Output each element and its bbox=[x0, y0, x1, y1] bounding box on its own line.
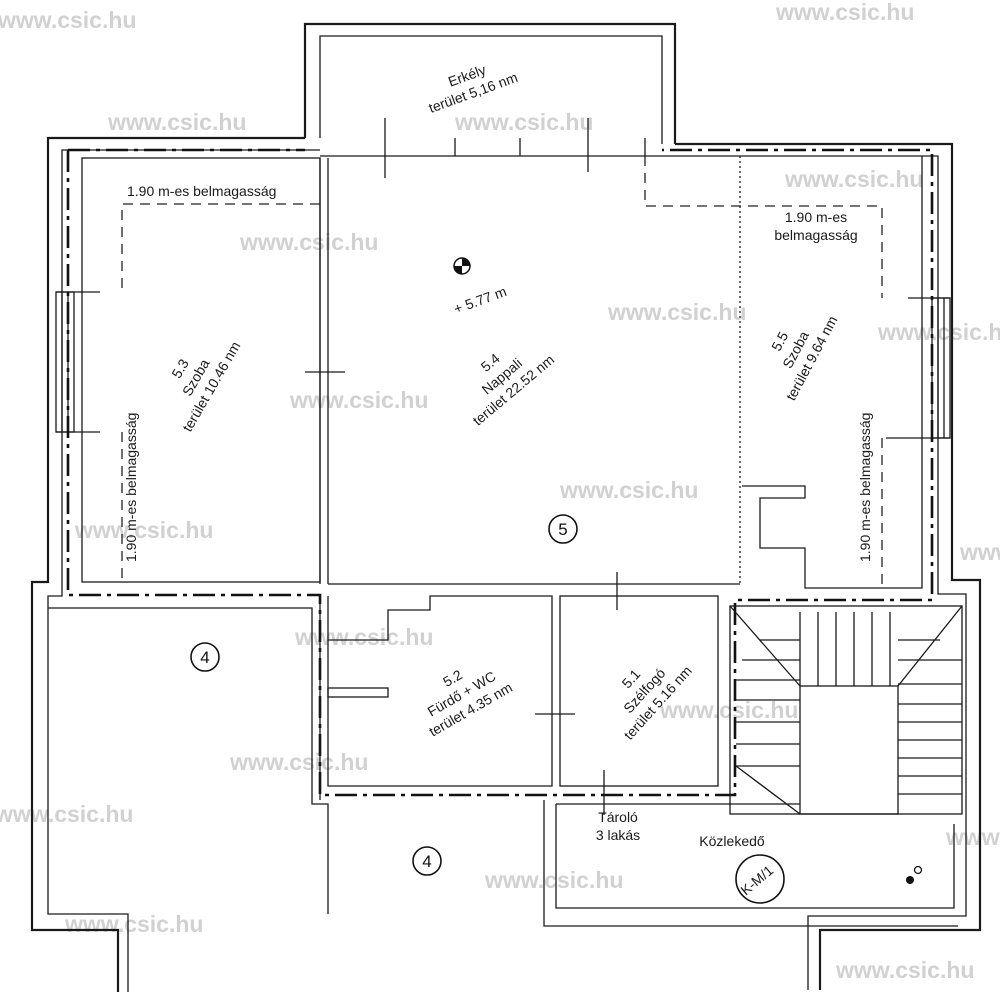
balcony-outline bbox=[303, 22, 677, 144]
ceiling-label-5-5-line1: 1.90 m-es bbox=[785, 209, 847, 225]
level-marker: + 5.77 m bbox=[452, 257, 509, 317]
corridor-walls bbox=[555, 804, 955, 909]
level-symbol-quadrant bbox=[454, 266, 462, 274]
watermark: www.csic.hu bbox=[289, 387, 428, 413]
storage-label: Tároló 3 lakás bbox=[596, 809, 640, 843]
room-5-3-label: 5.3 Szoba terület 10.46 nm bbox=[168, 339, 243, 435]
exterior-wall-right-inner bbox=[662, 155, 967, 990]
room-5-2-walls bbox=[327, 595, 553, 787]
balcony bbox=[303, 22, 677, 178]
fixture-dot-icon bbox=[913, 865, 923, 875]
watermark: www.csic.hu bbox=[229, 749, 368, 775]
watermark: www.csic.hu bbox=[107, 109, 246, 135]
watermark: www.csic.hu bbox=[559, 477, 698, 503]
watermark: www.csic.hu bbox=[64, 911, 203, 937]
balcony-outline-inner bbox=[319, 35, 663, 144]
unit-marker-4-left: 4 bbox=[190, 642, 220, 672]
watermark: www.csic.hu bbox=[239, 229, 378, 255]
marker-circle bbox=[412, 846, 442, 876]
corridor-name: Közlekedő bbox=[699, 833, 765, 849]
watermark: www.csic.hu bbox=[659, 697, 798, 723]
watermark: www.csic.hu bbox=[775, 0, 914, 25]
watermark: www.csic.hu bbox=[74, 517, 213, 543]
corridor-walls-outer bbox=[543, 800, 958, 927]
level-symbol-quadrant bbox=[462, 258, 470, 266]
marker-circle bbox=[735, 854, 785, 904]
watermark: www.csic.hu bbox=[959, 539, 1000, 565]
marker-circle bbox=[190, 642, 220, 672]
watermark: www.csic.hu bbox=[294, 624, 433, 650]
ceiling-label-5-3-vertical: 1.90 m-es belmagasság bbox=[123, 413, 139, 562]
room-5-4-label: 5.4 Nappali terület 22.52 nm bbox=[469, 350, 557, 429]
ceiling-line-5-5-top bbox=[644, 156, 883, 298]
staircase bbox=[729, 605, 963, 815]
km1-marker: K-M/1 bbox=[735, 854, 785, 904]
ceiling-label-5-5: 1.90 m-es belmagasság bbox=[774, 209, 857, 243]
ceiling-line-5-3-top bbox=[121, 203, 320, 292]
room-5-5-label: 5.5 Szoba terület 9.64 nm bbox=[768, 313, 840, 403]
window-left bbox=[55, 291, 75, 433]
marker-label: 4 bbox=[200, 648, 209, 667]
watermark: www.csic.hu bbox=[835, 957, 974, 983]
exterior-wall-left bbox=[30, 136, 305, 992]
unit-boundary bbox=[66, 148, 934, 797]
room-5-5-walls bbox=[742, 156, 923, 589]
ceiling-label-5-3: 1.90 m-es belmagasság bbox=[127, 183, 276, 199]
room-5-1-walls bbox=[559, 595, 719, 787]
stair-well bbox=[799, 685, 899, 815]
exterior-wall-left-inner bbox=[47, 149, 320, 992]
stair-winder bbox=[729, 605, 801, 687]
room-5-1-label: 5.1 Szélfogó terület 5.16 nm bbox=[618, 663, 694, 743]
room-4-walls bbox=[48, 607, 329, 914]
exterior-wall-right bbox=[675, 142, 982, 990]
storage-name: Tároló bbox=[598, 809, 638, 825]
exterior-walls bbox=[30, 136, 982, 992]
boundary-line bbox=[66, 148, 934, 797]
ceiling-label-5-5-line2: belmagasság bbox=[774, 227, 857, 243]
watermark: www.csic.hu bbox=[607, 299, 746, 325]
stair-winder bbox=[897, 605, 963, 687]
watermark: www.csic.hu bbox=[484, 867, 623, 893]
level-value: + 5.77 m bbox=[452, 283, 509, 317]
marker-label: 5 bbox=[558, 520, 567, 539]
watermark: www.csic.hu bbox=[454, 109, 593, 135]
watermark: www.csic.hu bbox=[0, 801, 133, 827]
storage-detail: 3 lakás bbox=[596, 827, 640, 843]
bath-partition bbox=[327, 687, 389, 698]
watermark: www.csic.hu bbox=[945, 824, 1000, 850]
fixture-dot-icon bbox=[906, 876, 914, 884]
stair-winder bbox=[735, 765, 801, 815]
watermark: www.csic.hu bbox=[784, 166, 923, 192]
unit-marker-4-bottom: 4 bbox=[412, 846, 442, 876]
ceiling-label-5-5-vertical: 1.90 m-es belmagasság bbox=[857, 413, 873, 562]
marker-circle bbox=[548, 514, 578, 544]
interior-walls bbox=[48, 156, 958, 927]
room-5-2-label: 5.2 Fürdő + WC terület 4.35 nm bbox=[425, 666, 515, 739]
balcony-labels: Erkély terület 5,16 nm bbox=[426, 61, 519, 116]
marker-label: 4 bbox=[422, 852, 431, 871]
unit-marker-5: 5 bbox=[548, 514, 578, 544]
ceiling-height-lines bbox=[121, 156, 883, 588]
watermark: www.csic.hu bbox=[0, 7, 136, 33]
